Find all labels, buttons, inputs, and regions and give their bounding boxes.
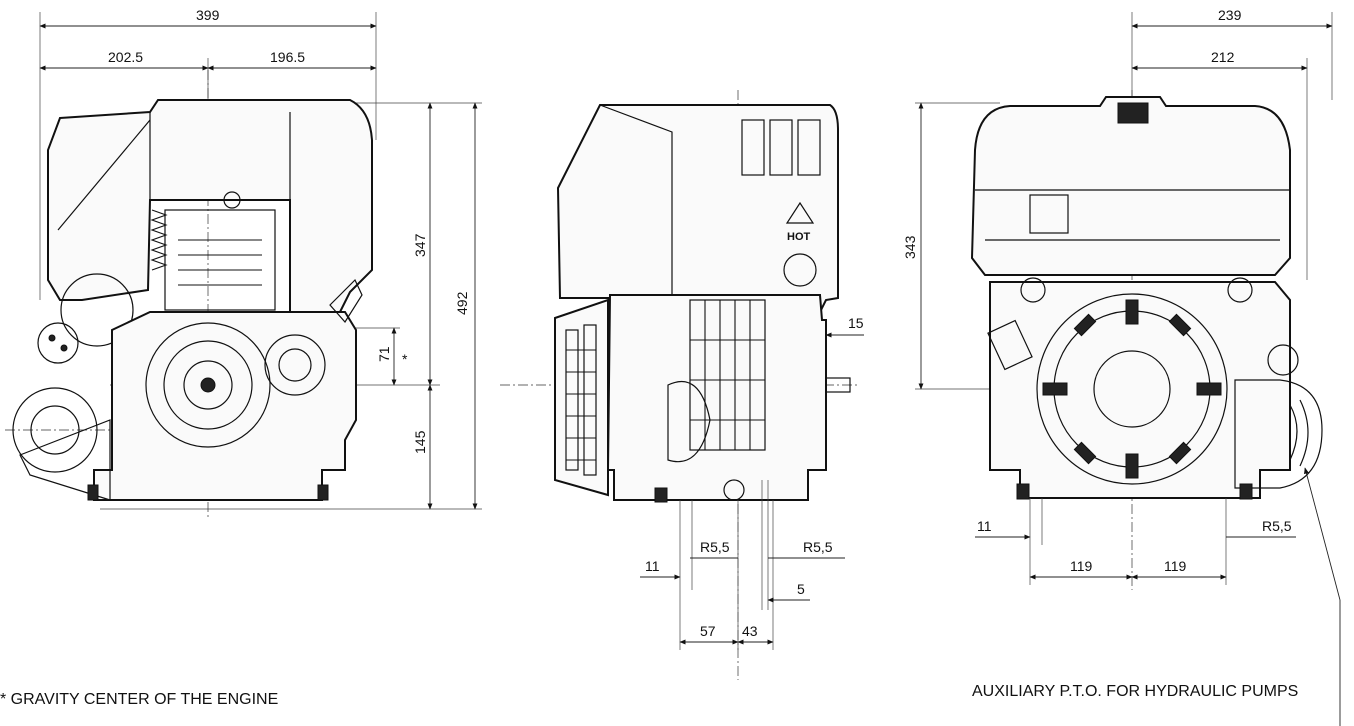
dim-119-right-label: 119 [1164,558,1187,574]
front-fuel-tank [47,99,373,313]
dim-71-label: 71 [376,346,392,362]
pto-leader-slant [1304,467,1341,601]
dim-119-left-label: 119 [1070,558,1093,574]
rear-crankcase [989,281,1291,499]
dim-11-label: 11 [645,558,660,574]
side-crankcase [606,294,827,501]
dim-15-label: 15 [848,315,864,331]
gravity-center-note: * GRAVITY CENTER OF THE ENGINE [0,691,279,708]
dim-43-label: 43 [742,623,758,639]
side-recoil-cover [554,298,609,497]
dim-202-5-label: 202.5 [108,49,143,65]
dim-5-label: 5 [797,581,805,597]
dim-145-label: 145 [412,430,428,454]
rear-fuel-tank [970,96,1291,276]
dim-492-label: 492 [454,291,470,315]
dim-rear-r55-label: R5,5 [1262,518,1292,534]
dim-239-label: 239 [1218,7,1242,23]
front-crankcase [93,311,357,501]
hot-warning-label: HOT [787,231,811,243]
side-view: HOT 15 [500,90,864,680]
dim-347-label: 347 [412,233,428,257]
dim-57-label: 57 [700,623,716,639]
dim-343-label: 343 [902,235,918,259]
rear-cooling-fins [1042,299,1222,479]
dim-212-label: 212 [1211,49,1235,65]
dim-r55-left-label: R5,5 [700,539,730,555]
hot-warning-icon [785,201,815,224]
dim-399-label: 399 [196,7,220,23]
auxiliary-pto-housing [1234,379,1323,489]
front-view: 399 202.5 196.5 347 492 71 * 145 [5,7,482,520]
gravity-marker: * [402,351,408,367]
dim-rear-11-label: 11 [977,518,992,534]
rear-view: 239 212 343 11 R5,5 119 119 [902,7,1341,726]
auxiliary-pto-note: AUXILIARY P.T.O. FOR HYDRAULIC PUMPS [972,683,1299,700]
dim-r55-right-label: R5,5 [803,539,833,555]
dim-196-5-label: 196.5 [270,49,305,65]
